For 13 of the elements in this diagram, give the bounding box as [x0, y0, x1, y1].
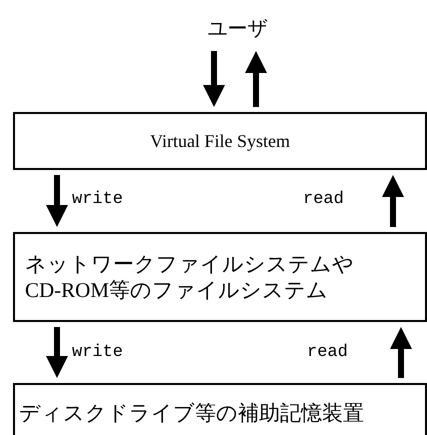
arrow	[245, 51, 267, 107]
layer-box	[13, 383, 427, 435]
layer-box	[13, 232, 427, 322]
arrow	[46, 175, 68, 227]
arrow	[382, 175, 404, 227]
box-text: ディスクドライブ等の補助記憶装置	[19, 400, 364, 427]
box-text: ネットワークファイルシステムやCD-ROM等のファイルシステム	[25, 250, 355, 304]
box-text: Virtual File System	[149, 130, 291, 152]
arrow	[390, 327, 412, 378]
arrow	[46, 327, 68, 378]
layer-box	[13, 112, 427, 170]
arrow	[203, 51, 225, 107]
user-label: ユーザ	[206, 17, 268, 42]
